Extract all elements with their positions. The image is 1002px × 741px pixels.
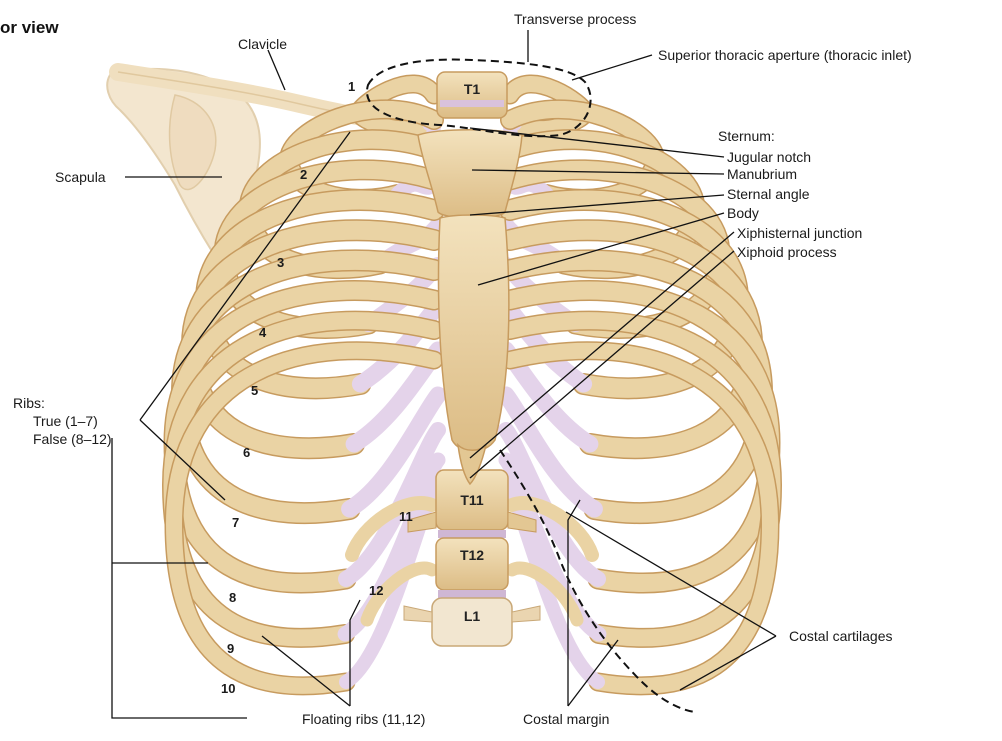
label-ribs: Ribs: [13, 395, 45, 411]
rib-number-7: 7 [232, 516, 239, 530]
rib-number-2: 2 [300, 168, 307, 182]
rib-number-10: 10 [221, 682, 235, 696]
vertebra-label-t1: T1 [452, 81, 492, 97]
rib-number-5: 5 [251, 384, 258, 398]
label-body: Body [727, 205, 759, 221]
label-clavicle: Clavicle [238, 36, 287, 52]
label-xiphoid-process: Xiphoid process [737, 244, 837, 260]
rib-number-3: 3 [277, 256, 284, 270]
label-costal-cartilages: Costal cartilages [789, 628, 893, 644]
rib-number-4: 4 [259, 326, 266, 340]
label-sternal-angle: Sternal angle [727, 186, 810, 202]
label-true-ribs: True (1–7) [33, 413, 98, 429]
label-floating-ribs: Floating ribs (11,12) [302, 711, 425, 727]
label-costal-margin: Costal margin [523, 711, 609, 727]
vertebra-label-t12: T12 [452, 547, 492, 563]
label-jugular-notch: Jugular notch [727, 149, 811, 165]
rib-number-8: 8 [229, 591, 236, 605]
rib-number-12: 12 [369, 584, 383, 598]
label-sternum: Sternum: [718, 128, 775, 144]
rib-number-1: 1 [348, 80, 355, 94]
label-manubrium: Manubrium [727, 166, 797, 182]
rib-number-9: 9 [227, 642, 234, 656]
label-xiphisternal-junction: Xiphisternal junction [737, 225, 862, 241]
label-scapula: Scapula [55, 169, 106, 185]
rib-number-6: 6 [243, 446, 250, 460]
label-superior-aperture: Superior thoracic aperture (thoracic inl… [658, 47, 912, 63]
rib-number-11: 11 [399, 510, 413, 524]
label-transverse-process: Transverse process [514, 11, 636, 27]
vertebra-label-l1: L1 [452, 608, 492, 624]
vertebra-label-t11: T11 [452, 492, 492, 508]
view-title: or view [0, 18, 59, 38]
label-false-ribs: False (8–12) [33, 431, 112, 447]
